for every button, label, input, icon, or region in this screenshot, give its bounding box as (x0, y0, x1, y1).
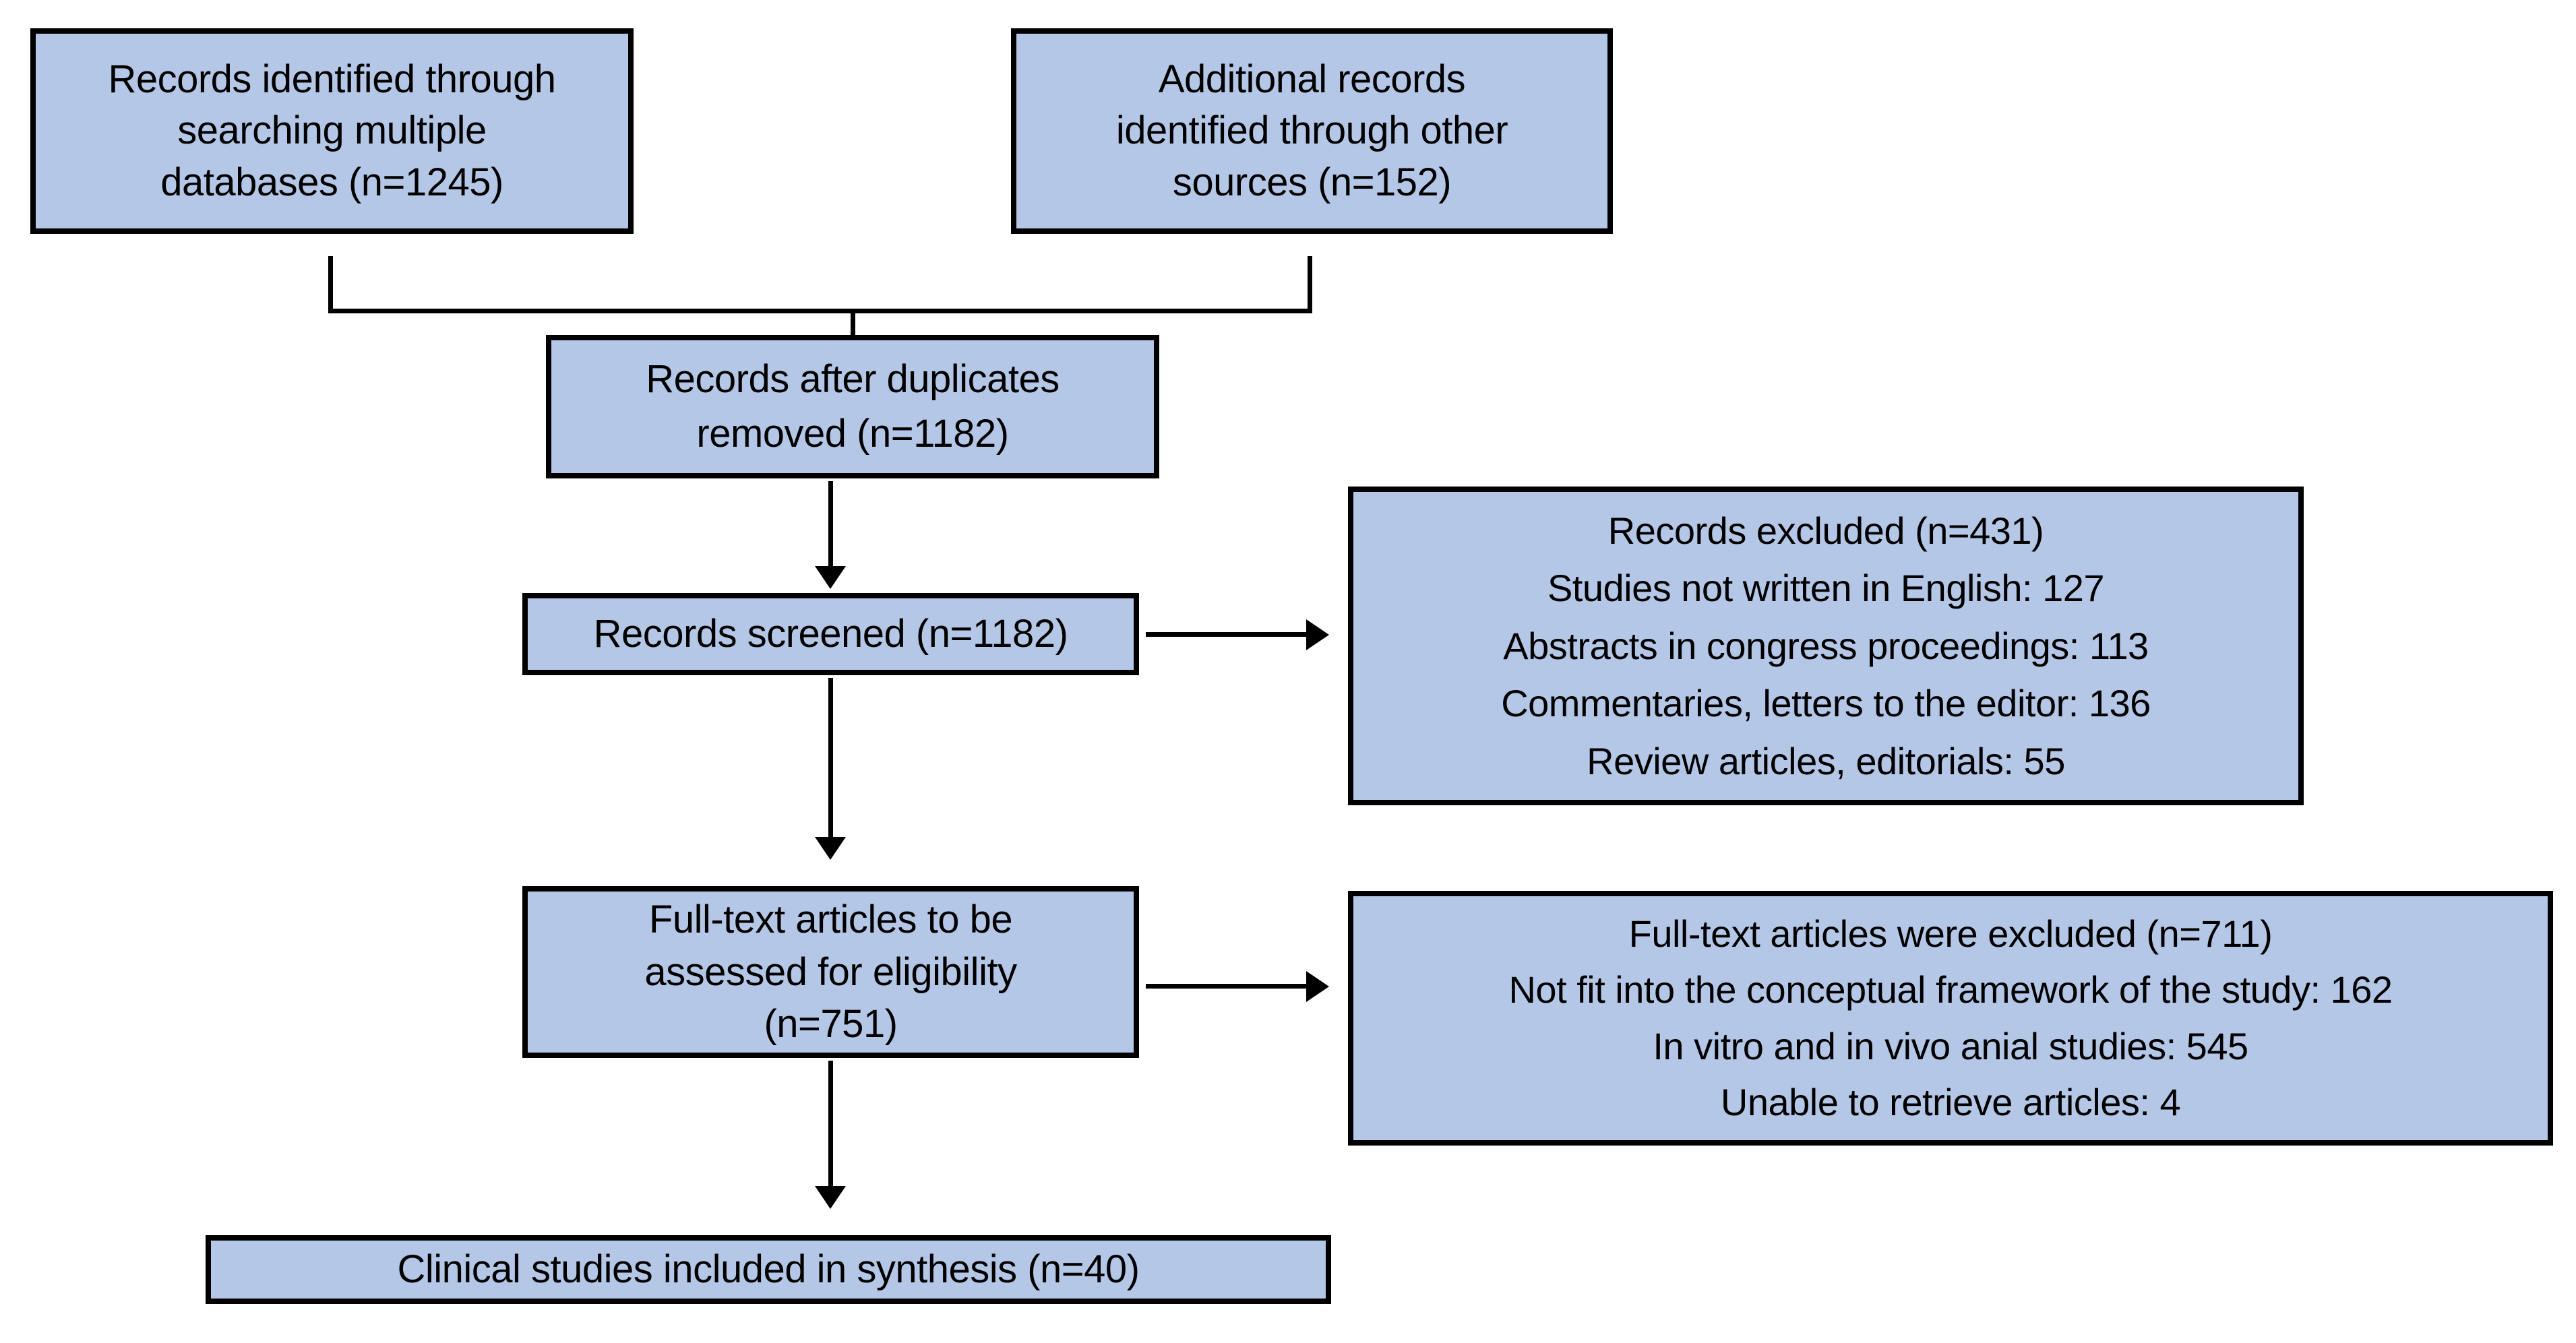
box-records-excluded-line-5: Review articles, editorials: 55 (1587, 739, 2065, 782)
box-fulltext-excluded-line-2: Not fit into the conceptual framework of… (1508, 968, 2393, 1011)
box-clinical-studies-included: Clinical studies included in synthesis (… (206, 1235, 1331, 1304)
box-records-identified-line-1: Records identified through (108, 57, 556, 101)
arrowhead-screened-to-excluded (1306, 619, 1329, 650)
box-duplicates-line-2: removed (n=1182) (696, 411, 1009, 456)
box-fulltext-excluded-line-4: Unable to retrieve articles: 4 (1720, 1081, 2181, 1124)
box-additional-records-line-3: sources (n=152) (1172, 160, 1452, 204)
box-fulltext-line-3: (n=751) (764, 1002, 898, 1047)
box-additional-records-line-1: Additional records (1158, 57, 1466, 101)
box-fulltext-excluded-line-3: In vitro and in vivo anial studies: 545 (1653, 1024, 2248, 1067)
connector-fulltext-to-excluded (1146, 984, 1311, 989)
box-fulltext-line-1: Full-text articles to be (648, 897, 1013, 941)
box-records-excluded: Records excluded (n=431) Studies not wri… (1348, 487, 2304, 805)
box-records-identified-line-3: databases (n=1245) (160, 160, 503, 204)
box-fulltext-line-2: assessed for eligibility (644, 949, 1017, 994)
connector-bracket-bar (328, 309, 1312, 313)
box-records-identified: Records identified through searching mul… (30, 28, 634, 234)
connector-bracket-drop (851, 309, 855, 337)
connector-fulltext-to-included (828, 1061, 833, 1189)
box-records-excluded-line-4: Commentaries, letters to the editor: 136 (1501, 682, 2151, 724)
connector-duplicates-to-screened (828, 481, 833, 569)
box-records-screened: Records screened (n=1182) (522, 593, 1139, 675)
arrowhead-fulltext-to-included (815, 1186, 846, 1209)
connector-screened-to-fulltext (828, 678, 833, 840)
box-fulltext-excluded-line-1: Full-text articles were excluded (n=711) (1628, 912, 2273, 955)
box-additional-records: Additional records identified through ot… (1011, 28, 1613, 234)
box-duplicates-line-1: Records after duplicates (646, 357, 1060, 402)
box-records-excluded-line-1: Records excluded (n=431) (1607, 509, 2044, 552)
box-fulltext-articles-excluded: Full-text articles were excluded (n=711)… (1348, 891, 2553, 1146)
box-screened-line-1: Records screened (n=1182) (593, 612, 1068, 656)
box-fulltext-articles-assessed: Full-text articles to be assessed for el… (522, 886, 1139, 1058)
box-records-identified-line-2: searching multiple (177, 108, 487, 153)
box-records-after-duplicates-removed: Records after duplicates removed (n=1182… (546, 335, 1159, 478)
connector-bracket-right-stem (1308, 256, 1312, 313)
box-records-excluded-line-2: Studies not written in English: 127 (1547, 567, 2105, 609)
box-records-excluded-line-3: Abstracts in congress proceedings: 113 (1503, 624, 2149, 667)
arrowhead-duplicates-to-screened (815, 566, 846, 589)
box-included-line-1: Clinical studies included in synthesis (… (397, 1247, 1140, 1292)
arrowhead-screened-to-fulltext (815, 837, 846, 860)
box-additional-records-line-2: identified through other (1115, 108, 1508, 153)
arrowhead-fulltext-to-excluded (1306, 971, 1329, 1002)
connector-bracket-left-stem (328, 256, 333, 313)
connector-screened-to-excluded (1146, 632, 1311, 637)
